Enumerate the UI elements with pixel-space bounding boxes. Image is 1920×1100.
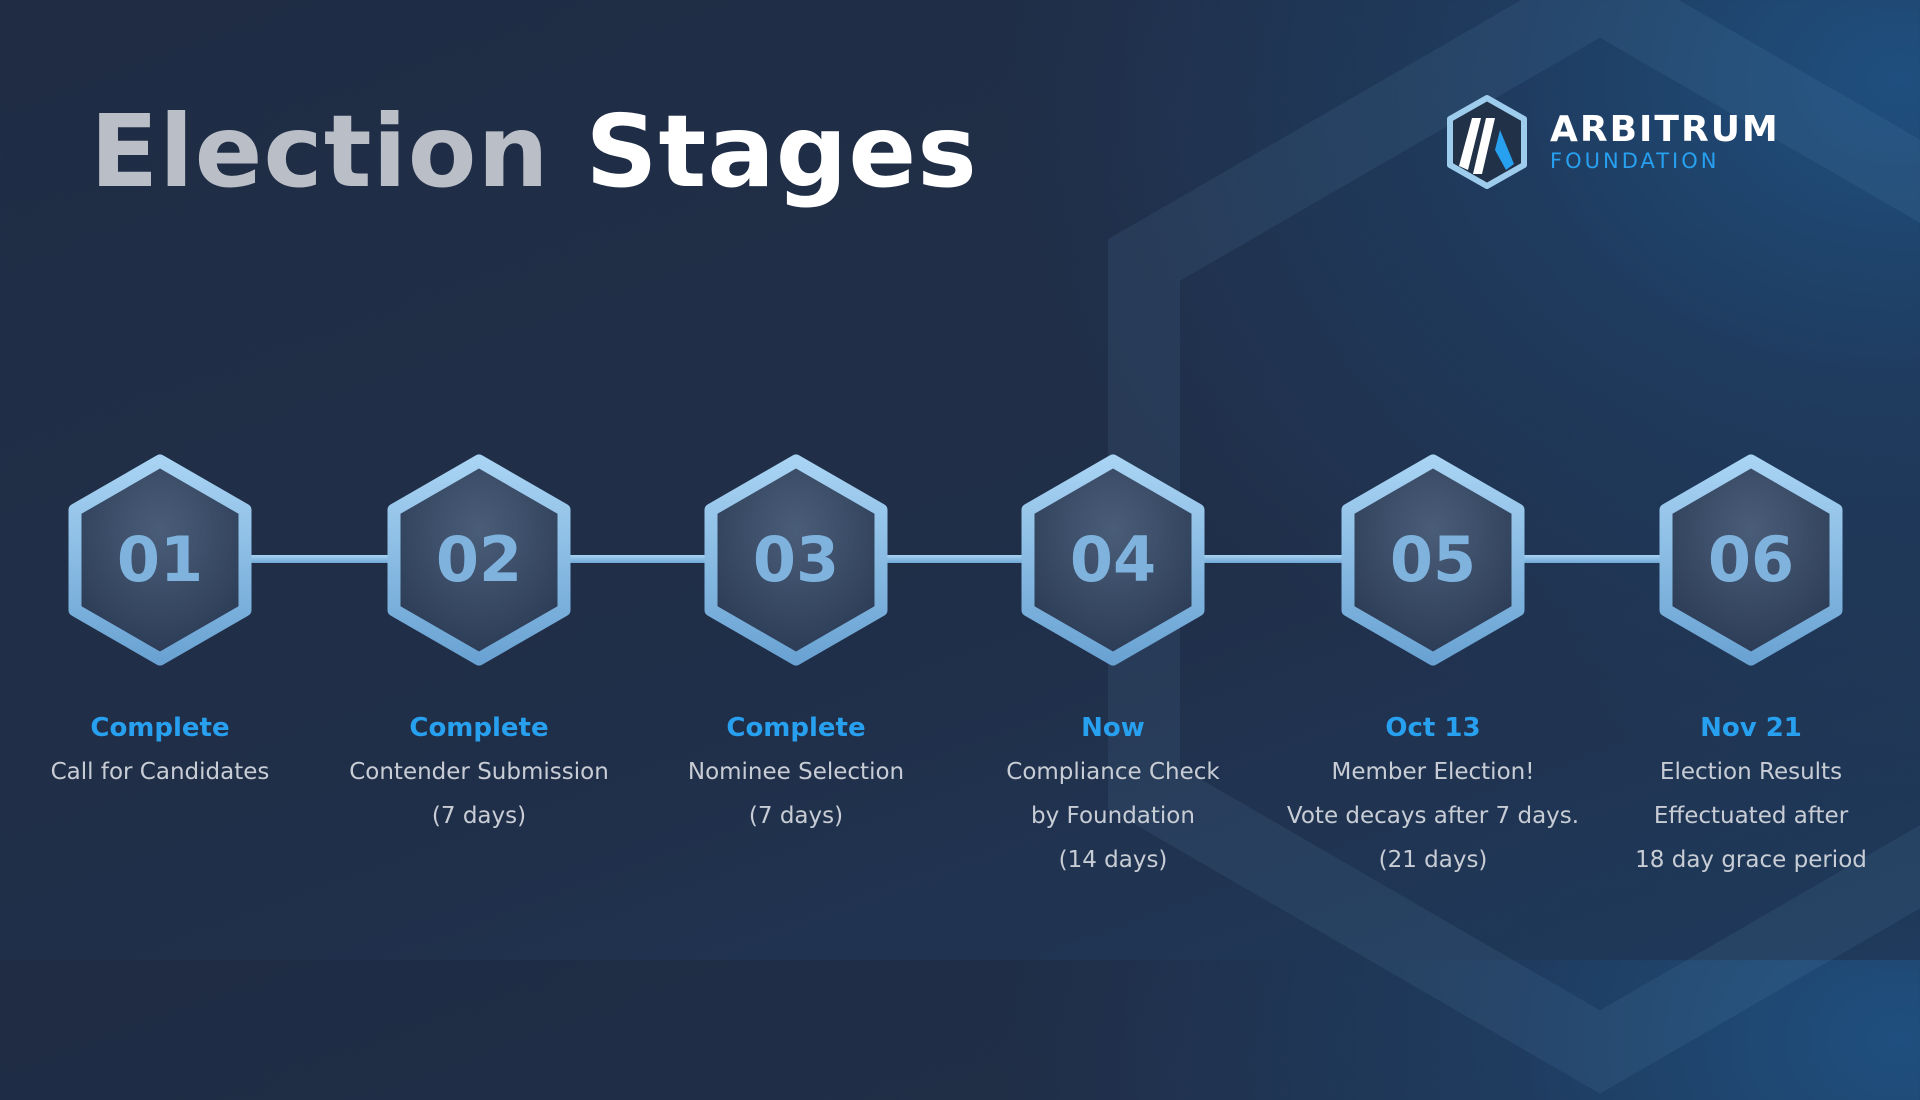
timeline-connector	[569, 555, 706, 563]
stage-hexagon: 02	[384, 453, 574, 667]
logo-title: ARBITRUM	[1550, 109, 1780, 150]
stage-hexagon: 01	[65, 453, 255, 667]
stage-hexagon: 04	[1018, 453, 1208, 667]
stage-detail-line: (14 days)	[1058, 847, 1168, 873]
timeline-connector	[1203, 555, 1343, 563]
stage-hexagon: 06	[1656, 453, 1846, 667]
stage-number: 03	[752, 523, 840, 596]
hexagon-icon	[1341, 454, 1525, 666]
stage-status: Complete	[90, 713, 230, 743]
stage-detail-line: Compliance Check	[1006, 759, 1220, 785]
stage-detail-line: (7 days)	[748, 803, 844, 829]
hexagon-icon	[68, 454, 252, 666]
stage-status: Complete	[726, 713, 866, 743]
stage-detail-line: 18 day grace period	[1635, 847, 1867, 873]
stage-number: 06	[1707, 523, 1795, 596]
stage-description: Oct 13 Member Election! Vote decays after …	[1273, 706, 1593, 882]
title-part1: Election	[90, 93, 550, 210]
stage-number: 02	[435, 523, 523, 596]
stage-detail-line: Nominee Selection	[687, 759, 905, 785]
title-part2: Stages	[585, 93, 978, 210]
stage-detail-line: Contender Submission	[349, 759, 609, 785]
hexagon-icon	[387, 454, 571, 666]
stage-status: Nov 21	[1700, 713, 1802, 743]
stage-detail-line: Member Election!	[1331, 759, 1535, 785]
arbitrum-hex-logo-icon	[1447, 95, 1527, 189]
timeline-connector	[1523, 555, 1661, 563]
timeline-connector	[250, 555, 389, 563]
stage-status: Oct 13	[1385, 713, 1481, 743]
stage-detail-line: by Foundation	[1031, 803, 1195, 829]
stage-number: 01	[116, 523, 204, 596]
stage-detail-line: (21 days)	[1378, 847, 1488, 873]
stage-status: Complete	[409, 713, 549, 743]
hexagon-icon	[704, 454, 888, 666]
stage-hexagon: 05	[1338, 453, 1528, 667]
stage-detail-line: Vote decays after 7 days.	[1286, 803, 1580, 829]
stage-detail-line: (7 days)	[431, 803, 527, 829]
stage-detail-line: Call for Candidates	[50, 759, 270, 785]
stage-number: 05	[1389, 523, 1477, 596]
page-title: Election Stages	[90, 92, 978, 212]
stage-status: Now	[1081, 713, 1145, 743]
stage-number: 04	[1069, 523, 1157, 596]
stage-detail-line: Effectuated after	[1653, 803, 1849, 829]
arbitrum-foundation-logo: ARBITRUM FOUNDATION	[1444, 94, 1780, 190]
logo-subtitle: FOUNDATION	[1550, 149, 1720, 173]
stage-hexagon: 03	[701, 453, 891, 667]
hexagon-icon	[1659, 454, 1843, 666]
timeline-connector	[886, 555, 1023, 563]
hexagon-icon	[1021, 454, 1205, 666]
stage-detail-line: Election Results	[1659, 759, 1843, 785]
